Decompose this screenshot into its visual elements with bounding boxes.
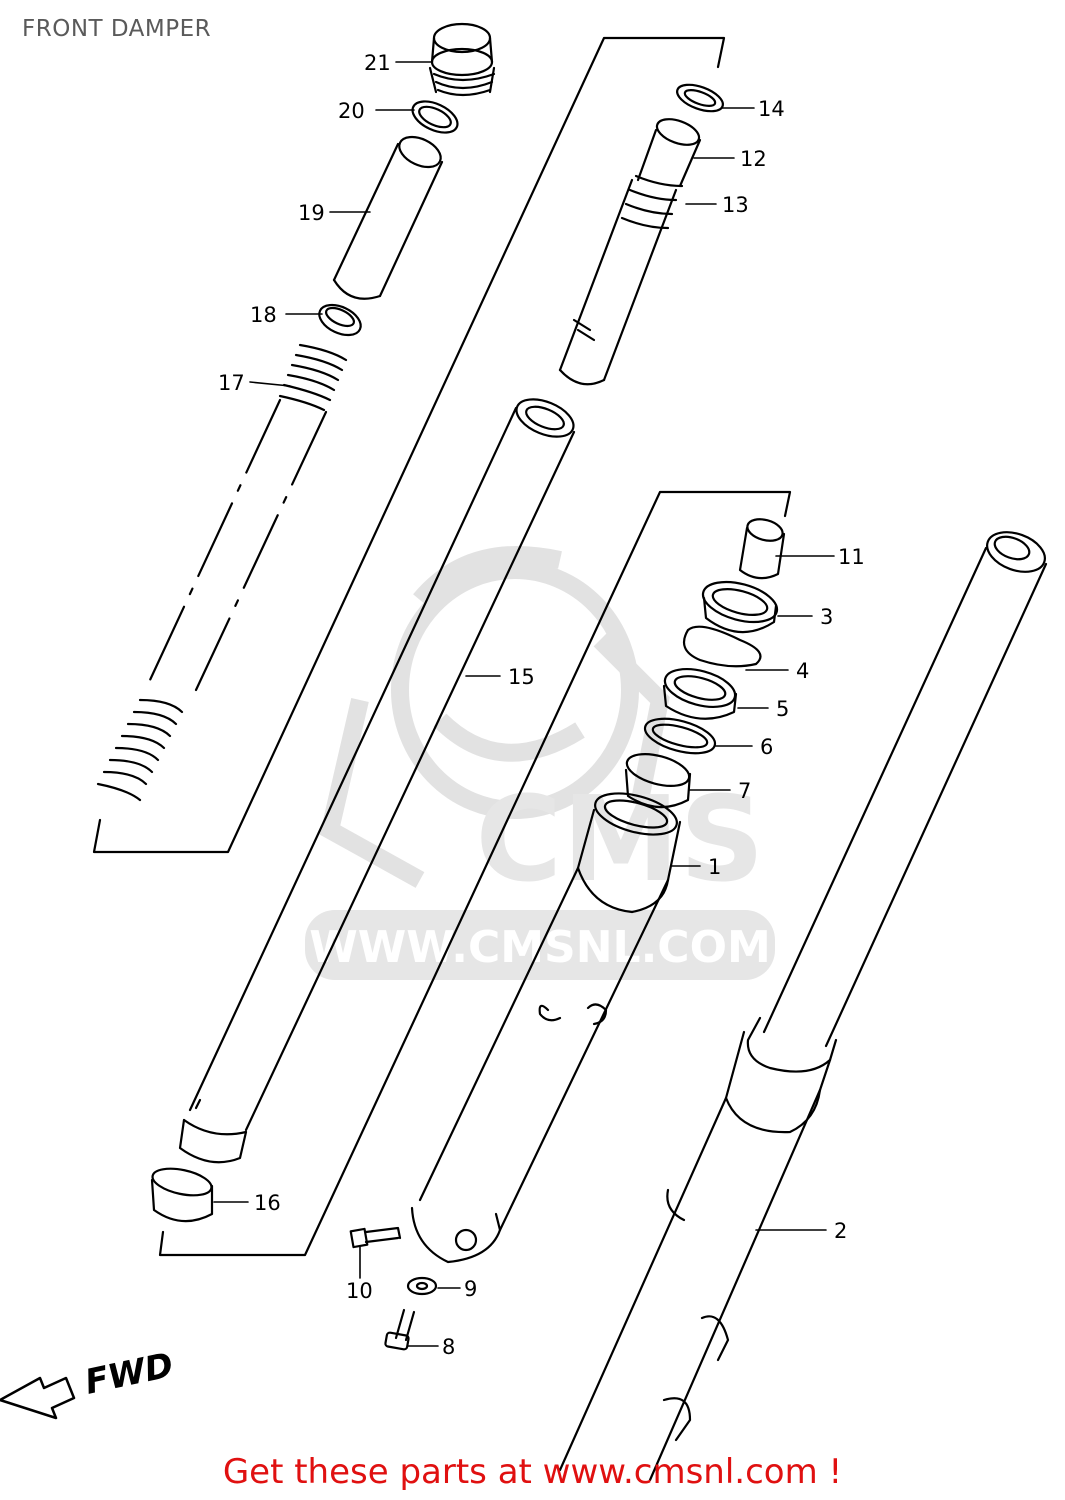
label-3: 3: [820, 605, 833, 629]
part-18-washer: [318, 303, 362, 337]
part-3-oil-seal: [701, 580, 779, 634]
part-15-inner-tube: [178, 398, 576, 1164]
part-20-o-ring: [411, 100, 459, 134]
part-2-fork-leg: [558, 531, 1048, 1482]
label-7: 7: [738, 779, 751, 803]
label-20: 20: [338, 99, 365, 123]
label-15: 15: [508, 665, 535, 689]
part-5-washer: [662, 668, 738, 720]
label-17: 17: [218, 371, 245, 395]
leader-lines: [213, 61, 835, 1347]
watermark-banner: [305, 910, 775, 980]
group-bracket-lower: [158, 490, 792, 1257]
fwd-arrow-icon: [0, 1376, 76, 1420]
label-6: 6: [760, 735, 773, 759]
label-10: 10: [346, 1279, 373, 1303]
label-18: 18: [250, 303, 277, 327]
part-4-circlip: [682, 625, 762, 668]
part-labels: 21 20 19 18 17 14 12 13 15 11 3 4 5 6 7 …: [218, 51, 865, 1359]
label-19: 19: [298, 201, 325, 225]
label-8: 8: [442, 1335, 455, 1359]
part-8-bolt: [384, 1308, 416, 1351]
label-5: 5: [776, 697, 789, 721]
label-13: 13: [722, 193, 749, 217]
label-2: 2: [834, 1219, 847, 1243]
part-14-ring: [676, 83, 724, 113]
label-1: 1: [708, 855, 721, 879]
part-9-washer: [406, 1276, 438, 1296]
label-12: 12: [740, 147, 767, 171]
part-7-guide-bush: [624, 753, 692, 809]
part-21-cap-bolt: [428, 22, 496, 97]
part-13-piston-ring: [620, 174, 684, 230]
diagram-title: FRONT DAMPER: [22, 16, 212, 42]
label-11: 11: [838, 545, 865, 569]
part-16-bushing: [150, 1167, 214, 1223]
label-4: 4: [796, 659, 809, 683]
group-bracket-upper: [92, 36, 726, 854]
label-16: 16: [254, 1191, 281, 1215]
part-12-damper-rod: [558, 118, 702, 386]
part-11-cap: [738, 518, 786, 580]
part-19-spacer: [332, 135, 444, 300]
promo-link[interactable]: Get these parts at www.cmsnl.com !: [222, 1452, 843, 1492]
watermark: CMS WWW.CMSNL.COM: [305, 546, 775, 980]
part-6-ring: [643, 717, 717, 755]
part-10-bolt: [349, 1226, 402, 1249]
label-14: 14: [758, 97, 785, 121]
label-21: 21: [364, 51, 391, 75]
promo-banner: Get these parts at www.cmsnl.com !: [0, 1452, 1065, 1492]
part-1-outer-tube: [410, 792, 682, 1264]
part-17-spring: [96, 343, 348, 802]
fwd-label: FWD: [82, 1345, 177, 1403]
label-9: 9: [464, 1277, 477, 1301]
